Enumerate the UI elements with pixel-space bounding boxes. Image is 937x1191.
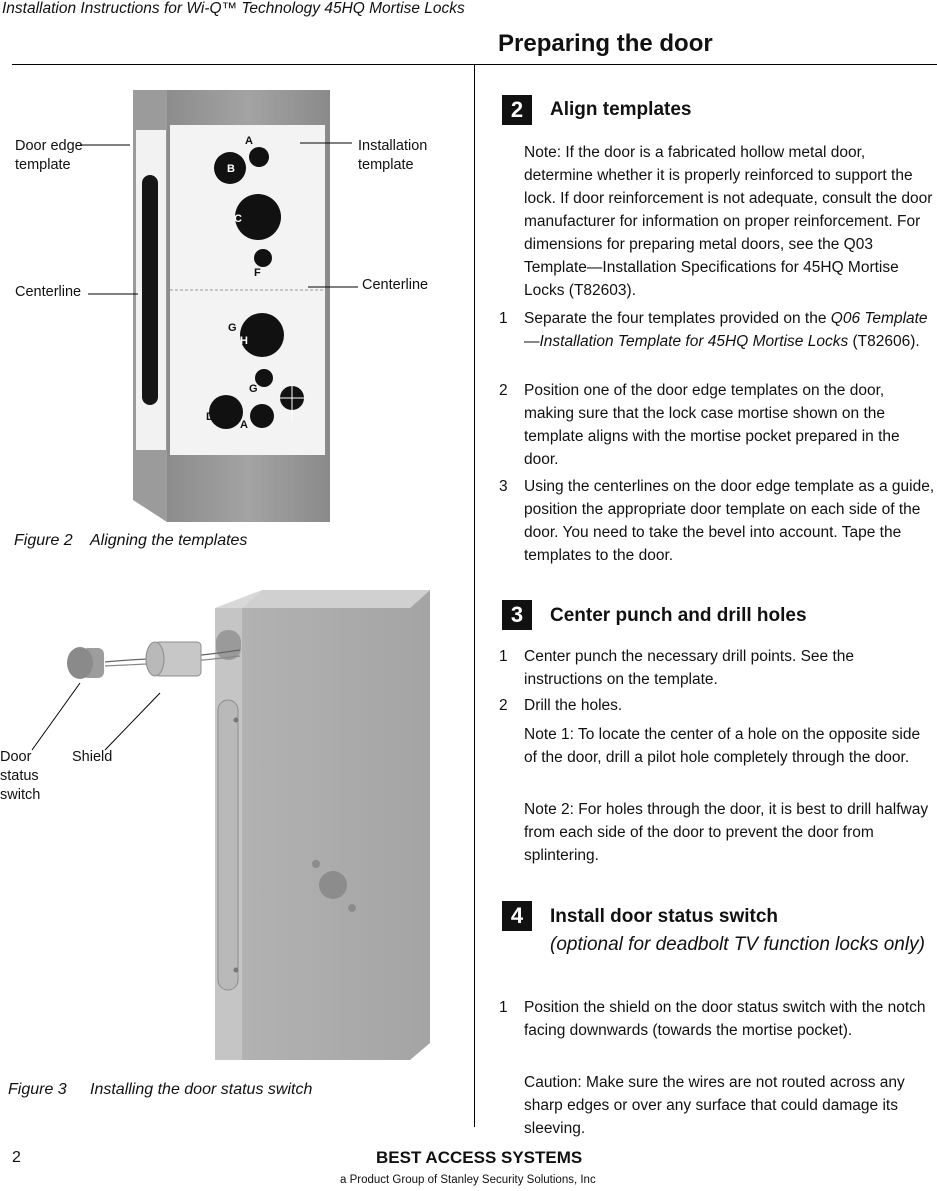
- svg-text:G: G: [228, 322, 237, 334]
- step-3-item-2-number: 2: [499, 697, 508, 714]
- door-main-face: [242, 590, 430, 1060]
- template-reference: Q06 Template—Installation Template for 4…: [524, 310, 928, 350]
- step-2-item-2: Position one of the door edge templates …: [524, 382, 900, 468]
- step-2-item-1-number: 1: [499, 310, 508, 327]
- step-4-item-1-number: 1: [499, 999, 508, 1016]
- label-installation-template: Installation template: [358, 138, 428, 173]
- mortise-pocket: [217, 699, 239, 991]
- label-door-status-switch: Door status switch: [0, 749, 41, 803]
- step-4-title: Install door status switch: [550, 906, 779, 927]
- svg-text:C: C: [234, 213, 242, 225]
- step-2-item-1-text: Separate the four templates provided on …: [524, 310, 831, 327]
- step-2-title: Align templates: [550, 99, 692, 120]
- step-2-item-2-number: 2: [499, 382, 508, 399]
- figure3-caption-text: Installing the door status switch: [90, 1081, 313, 1098]
- step-2-item-1-suffix: (T82606).: [848, 333, 920, 350]
- section-title: Preparing the door: [498, 30, 713, 57]
- label-centerline-left: Centerline: [15, 284, 82, 300]
- svg-text:H: H: [240, 335, 248, 347]
- door-status-switch-shape: [67, 647, 104, 679]
- cylinder-hole: [319, 871, 347, 899]
- footer-subbrand: a Product Group of Stanley Security Solu…: [340, 1174, 596, 1186]
- svg-text:F: F: [254, 267, 261, 279]
- svg-text:A: A: [240, 419, 248, 431]
- step-2-item-1: Separate the four templates provided on …: [524, 307, 936, 353]
- dsw-hole: [216, 630, 241, 660]
- step-4-caution: Caution: Make sure the wires are not rou…: [524, 1074, 905, 1137]
- step-3-item-1-number: 1: [499, 648, 508, 665]
- svg-text:G: G: [249, 383, 258, 395]
- figure2-caption: Figure 2 Aligning the templates: [14, 532, 247, 550]
- step-3-item-2: Drill the holes.: [524, 697, 623, 714]
- svg-text:B: B: [227, 163, 235, 175]
- shield-shape: [145, 641, 202, 677]
- step-2-note: Note: If the door is a fabricated hollow…: [524, 144, 933, 299]
- svg-text:A: A: [245, 135, 253, 147]
- template-letter-labels: A B C F G H G D A: [206, 135, 261, 431]
- step-4-item-1: Position the shield on the door status s…: [524, 999, 926, 1039]
- step-3-badge: 3: [502, 600, 532, 630]
- template-holes: [209, 147, 304, 429]
- figure2-caption-number: Figure 2: [14, 532, 73, 549]
- column-divider: [474, 65, 475, 1127]
- label-shield: Shield: [72, 749, 113, 765]
- header-rule: [12, 64, 937, 65]
- step-2-item-3: Using the centerlines on the door edge t…: [524, 478, 935, 564]
- mortise-outline: [142, 175, 158, 405]
- step-3-title: Center punch and drill holes: [550, 605, 807, 626]
- page-number: 2: [12, 1149, 21, 1166]
- label-door-edge-template: Door edge template: [15, 138, 83, 173]
- step-2-badge: 2: [502, 95, 532, 125]
- step-3-item-1: Center punch the necessary drill points.…: [524, 648, 854, 688]
- figure2-illustration: A B C F G H G D A: [80, 90, 358, 522]
- figure3-caption: Figure 3 Installing the door status switc…: [8, 1081, 312, 1099]
- svg-text:D: D: [206, 411, 214, 423]
- figure3-illustration: [31, 590, 430, 1060]
- step-4-subtitle: (optional for deadbolt TV function locks…: [550, 934, 925, 955]
- step-3-note-1: Note 1: To locate the center of a hole o…: [524, 726, 921, 766]
- door-top-face: [242, 590, 430, 608]
- step-4-badge: 4: [502, 901, 532, 931]
- figure3-caption-number: Figure 3: [8, 1081, 67, 1098]
- step-2-item-3-number: 3: [499, 478, 508, 495]
- label-centerline-right: Centerline: [362, 277, 429, 293]
- figure2-caption-text: Aligning the templates: [90, 532, 248, 549]
- document-title: Installation Instructions for Wi-Q™ Tech…: [2, 0, 465, 17]
- step-3-note-2: Note 2: For holes through the door, it i…: [524, 801, 929, 864]
- footer-brand: BEST ACCESS SYSTEMS: [376, 1148, 583, 1167]
